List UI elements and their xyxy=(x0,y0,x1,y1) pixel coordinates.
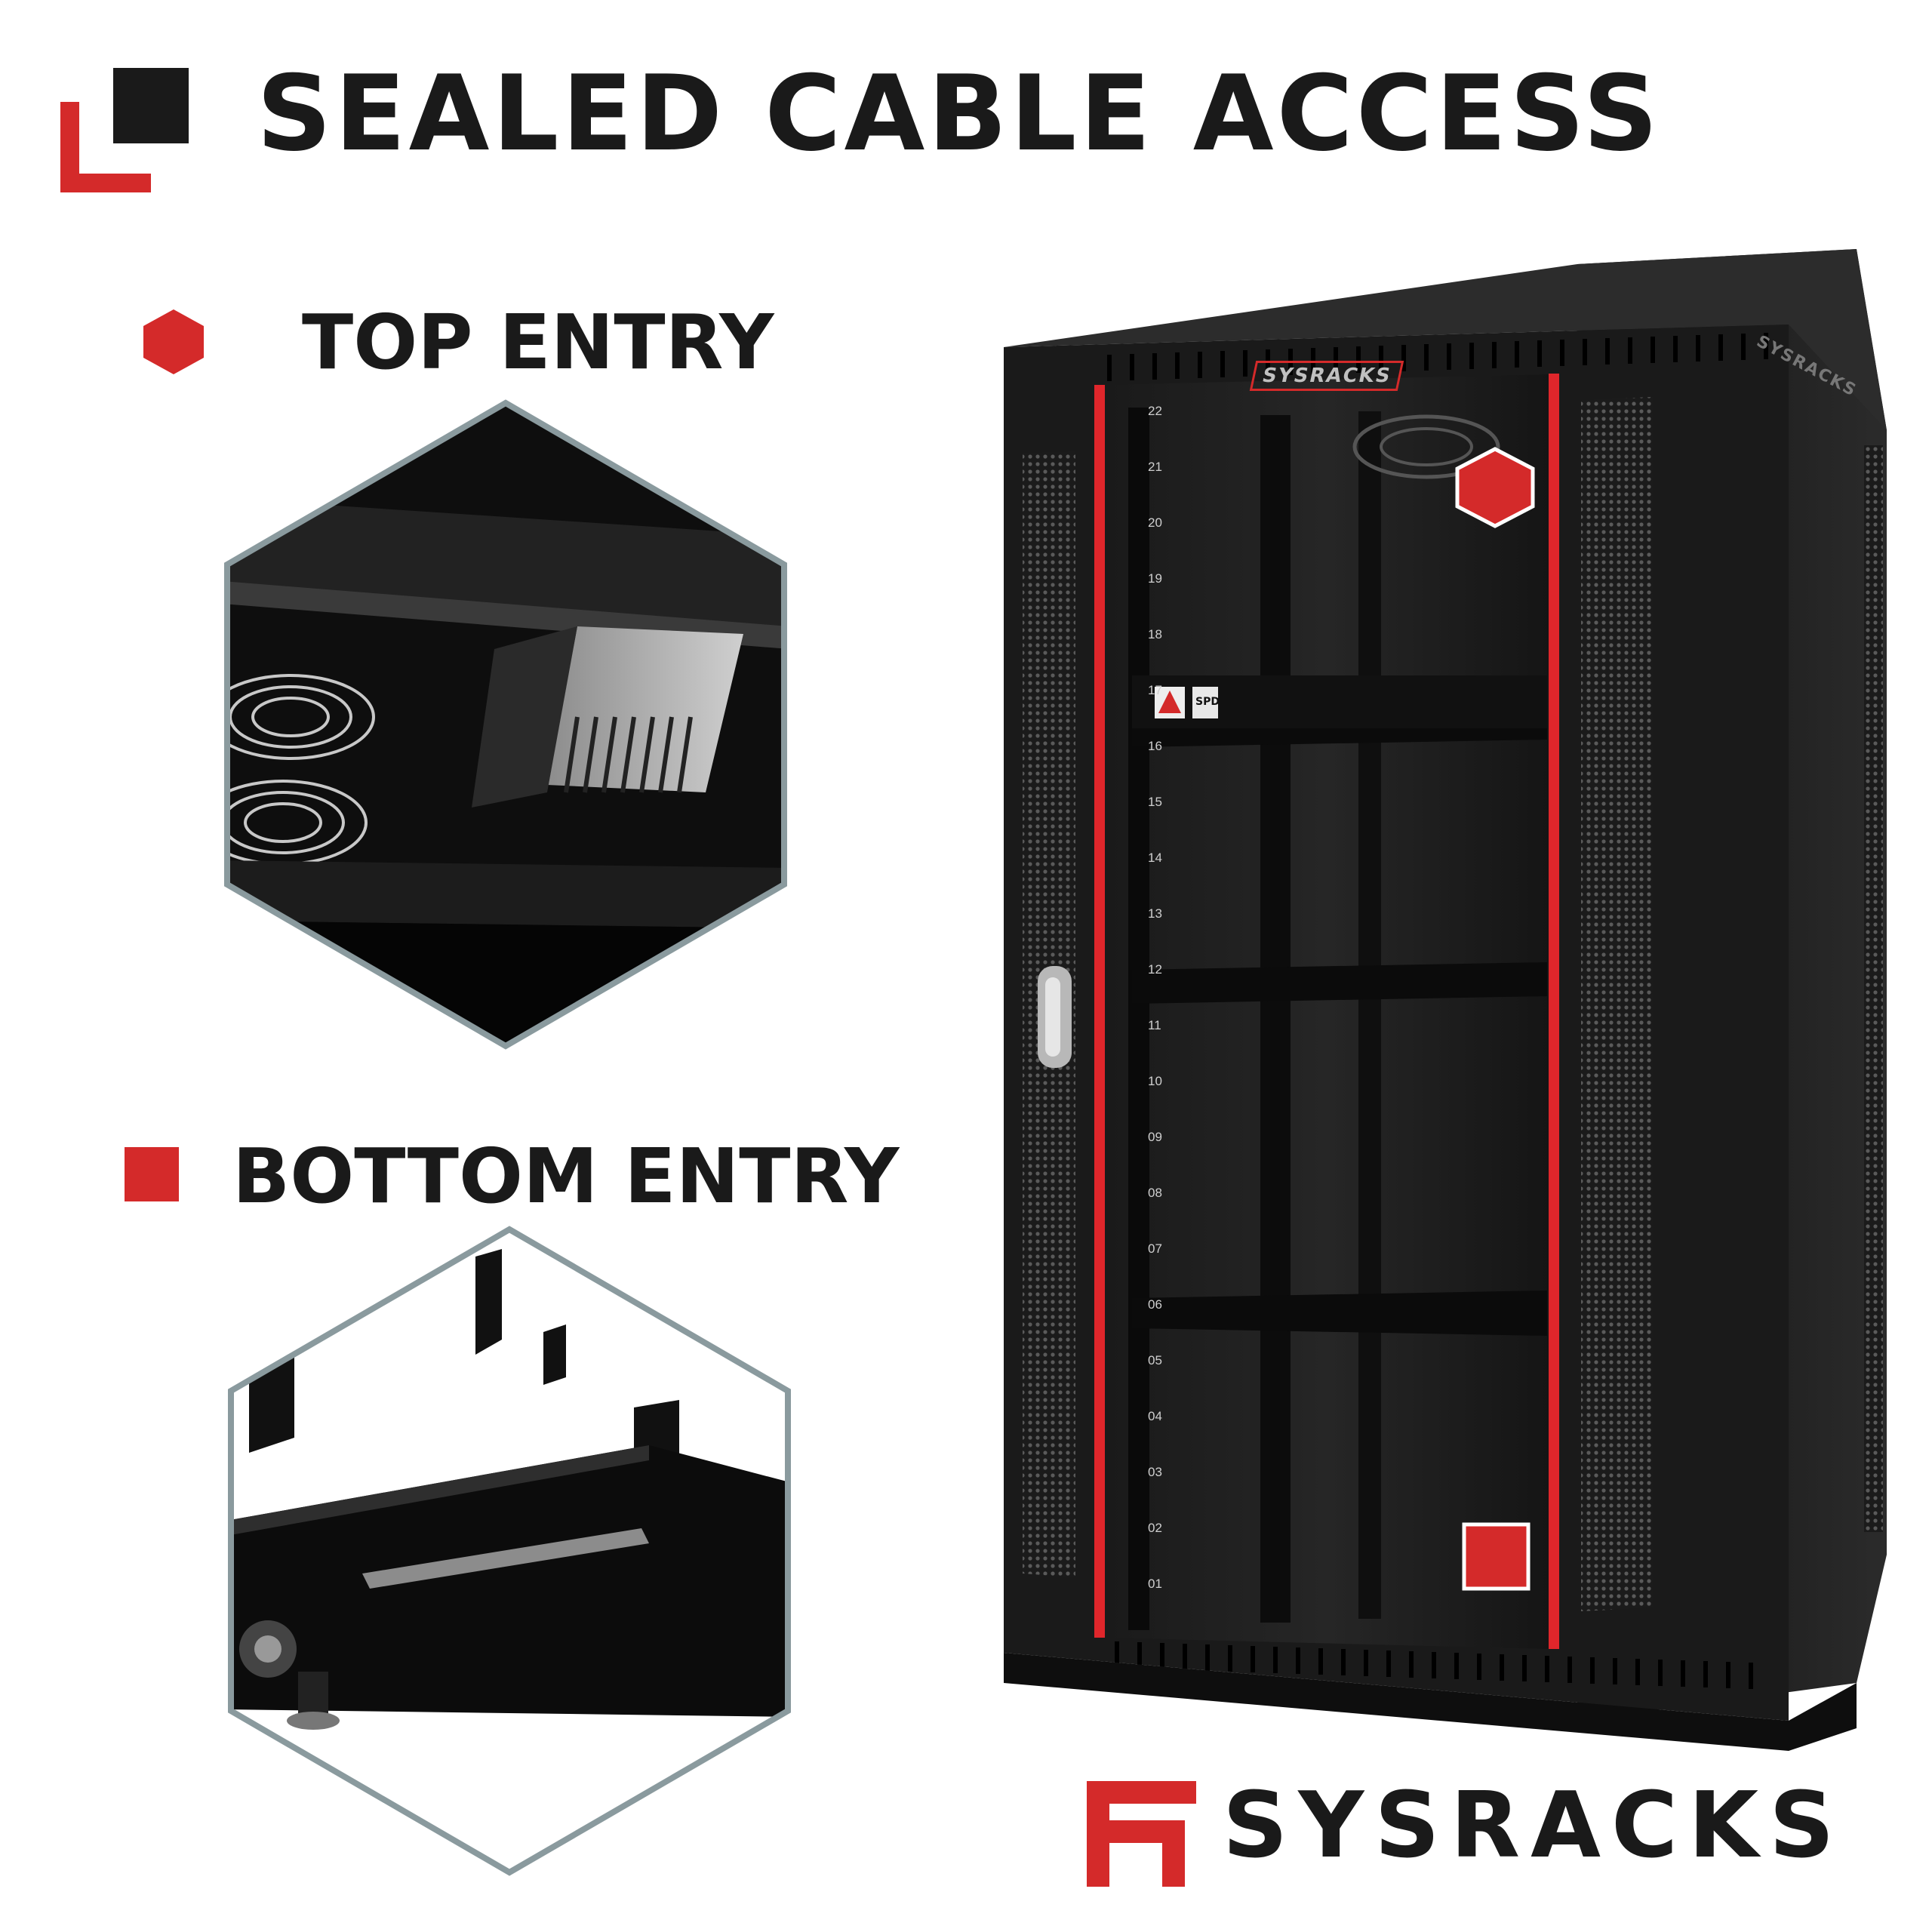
unit-07: 07 xyxy=(1148,1241,1162,1256)
unit-13: 13 xyxy=(1148,906,1162,921)
unit-21: 21 xyxy=(1148,460,1162,474)
unit-20: 20 xyxy=(1148,515,1162,530)
unit-14: 14 xyxy=(1148,851,1162,865)
unit-03: 03 xyxy=(1148,1465,1162,1479)
unit-02: 02 xyxy=(1148,1521,1162,1535)
unit-12: 12 xyxy=(1148,962,1162,977)
unit-04: 04 xyxy=(1148,1409,1162,1423)
rack-cabinet xyxy=(1004,249,1887,1751)
top-entry-heading: TOP ENTRY xyxy=(302,298,774,386)
unit-01: 01 xyxy=(1148,1577,1162,1591)
unit-22: 22 xyxy=(1148,404,1162,418)
corner-logo-icon xyxy=(60,68,189,192)
unit-06: 06 xyxy=(1148,1297,1162,1312)
bottom-entry-heading: BOTTOM ENTRY xyxy=(232,1132,900,1220)
square-bullet-icon xyxy=(125,1147,179,1201)
unit-17: 17 xyxy=(1148,683,1162,697)
footer-brand: SYSRACKS xyxy=(1223,1774,1845,1878)
hexagon-bullet-icon xyxy=(143,309,204,374)
unit-11: 11 xyxy=(1148,1018,1161,1032)
sysracks-logo-icon xyxy=(1087,1781,1196,1887)
unit-09: 09 xyxy=(1148,1130,1162,1144)
unit-08: 08 xyxy=(1148,1186,1162,1200)
unit-18: 18 xyxy=(1148,627,1162,641)
unit-19: 19 xyxy=(1148,571,1162,586)
top-entry-image xyxy=(224,399,787,1050)
pdu-label: SPD xyxy=(1195,696,1220,708)
unit-10: 10 xyxy=(1148,1074,1162,1088)
page-title: SEALED CABLE ACCESS xyxy=(257,53,1661,174)
bottom-entry-image xyxy=(228,1226,791,1876)
unit-05: 05 xyxy=(1148,1353,1162,1367)
cabinet-brand-plate: SYSRACKS xyxy=(1249,361,1404,391)
unit-16: 16 xyxy=(1148,739,1162,753)
unit-15: 15 xyxy=(1148,795,1162,809)
